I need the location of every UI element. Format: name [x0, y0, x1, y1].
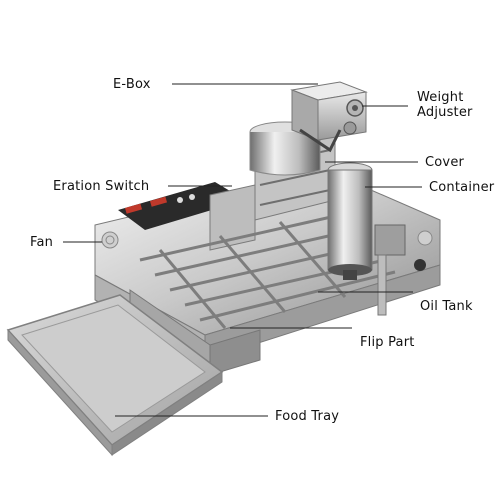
label-weight-adjuster-line1: Weight — [417, 90, 464, 105]
label-container: Container — [429, 180, 495, 195]
label-e-box: E-Box — [113, 77, 151, 92]
label-eration-switch: Eration Switch — [53, 179, 150, 194]
label-fan: Fan — [30, 235, 54, 250]
side-motor — [374, 224, 426, 316]
label-food-tray: Food Tray — [275, 409, 340, 424]
weight-adjuster — [299, 99, 364, 153]
fan-grill — [101, 230, 433, 249]
food-tray — [6, 294, 224, 457]
label-flip-part: Flip Part — [360, 335, 415, 350]
label-weight-adjuster-line2: Adjuster — [417, 105, 473, 120]
label-cover: Cover — [425, 155, 465, 170]
container — [327, 162, 373, 280]
label-oil-tank: Oil Tank — [420, 299, 473, 314]
